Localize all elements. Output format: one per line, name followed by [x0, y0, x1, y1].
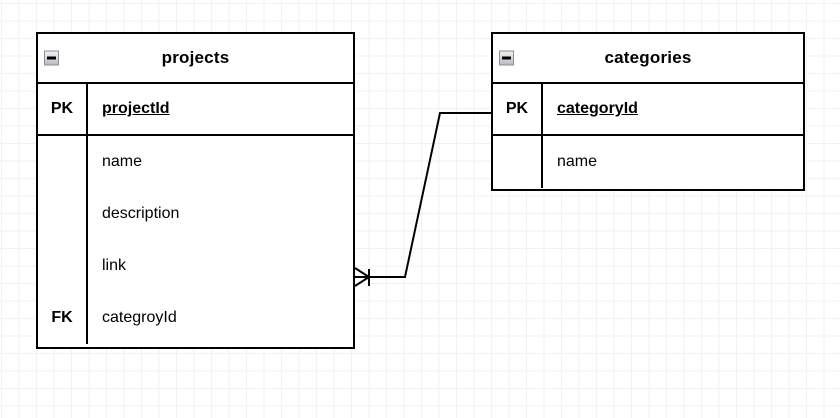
- attr-key-badge: [38, 188, 88, 240]
- attr-name: name: [102, 153, 143, 170]
- attr-name: name: [557, 153, 598, 170]
- crows-foot-icon: [354, 267, 370, 287]
- attr-key-badge: PK: [493, 84, 543, 134]
- entity-title-categories: categories: [604, 48, 692, 67]
- table-row[interactable]: PK categoryId: [493, 84, 803, 136]
- table-row[interactable]: FK categroyId: [38, 292, 353, 344]
- attr-name: projectId: [102, 100, 170, 117]
- entity-projects[interactable]: projects PK projectId name description l…: [36, 32, 355, 349]
- attr-name: description: [102, 205, 180, 222]
- relationship-projects-categories[interactable]: [354, 112, 491, 287]
- attr-key-badge: PK: [38, 84, 88, 134]
- relationship-line: [369, 112, 491, 278]
- minus-glyph: [502, 56, 511, 60]
- attr-key-badge: [38, 240, 88, 292]
- attr-name: categroyId: [102, 309, 177, 326]
- entity-header-projects: projects: [38, 34, 353, 84]
- table-row[interactable]: name: [493, 136, 803, 188]
- attr-key-badge: FK: [38, 292, 88, 344]
- attr-name: categoryId: [557, 100, 638, 117]
- entity-header-categories: categories: [493, 34, 803, 84]
- entity-categories[interactable]: categories PK categoryId name: [491, 32, 805, 191]
- table-row[interactable]: link: [38, 240, 353, 292]
- table-row[interactable]: description: [38, 188, 353, 240]
- entity-title-projects: projects: [161, 48, 230, 67]
- attr-key-badge: [38, 136, 88, 188]
- table-row[interactable]: PK projectId: [38, 84, 353, 136]
- table-row[interactable]: name: [38, 136, 353, 188]
- minus-box-icon[interactable]: [499, 50, 514, 66]
- minus-box-icon[interactable]: [44, 50, 59, 66]
- attr-key-badge: [493, 136, 543, 188]
- attr-name: link: [102, 257, 127, 274]
- minus-glyph: [47, 56, 56, 60]
